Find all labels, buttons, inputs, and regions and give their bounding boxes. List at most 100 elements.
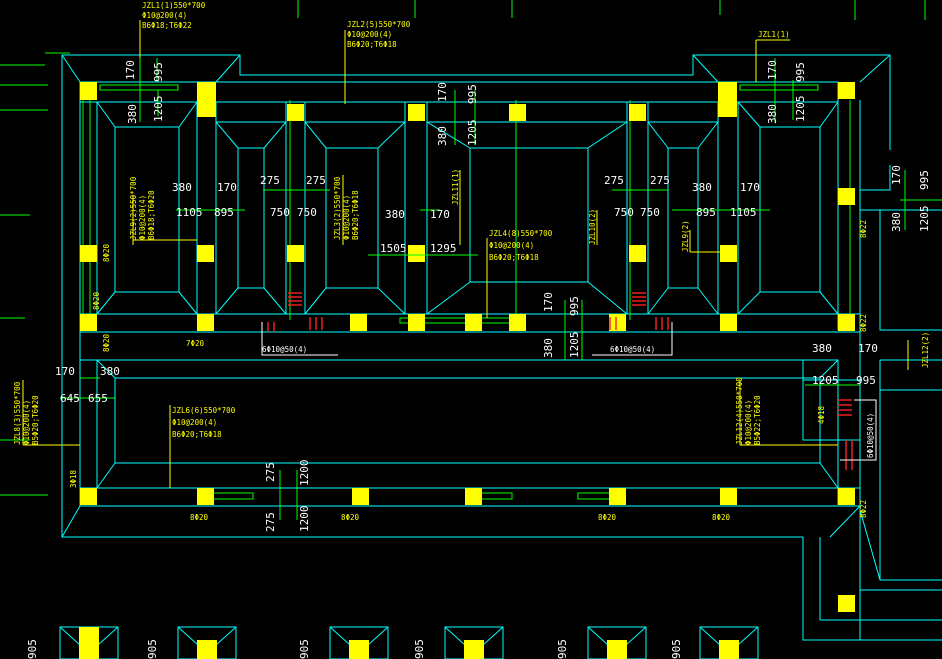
column	[408, 104, 425, 121]
stirrup-note: 6Φ10@50(4)	[262, 345, 307, 354]
rebar-note: 8Φ20	[92, 291, 101, 310]
dim-text: 995	[918, 170, 931, 190]
dim-text: 380	[126, 104, 139, 124]
column	[80, 488, 97, 505]
rebar-note: 8Φ20	[598, 513, 617, 522]
column	[197, 488, 214, 505]
grid-lines	[0, 0, 942, 496]
dim-text: 995	[152, 62, 165, 82]
column	[465, 314, 482, 331]
dim-text: 275	[306, 174, 326, 187]
rebar-note: 7Φ20	[186, 339, 205, 348]
dim-text: 170	[766, 60, 779, 80]
dim-text: 905	[413, 639, 426, 659]
column	[720, 245, 737, 262]
dim-text: 1505	[380, 242, 407, 255]
dim-text: 170	[542, 292, 555, 312]
beam-label-jzl6-line1: JZL6(6)550*700	[172, 406, 236, 415]
column	[629, 245, 646, 262]
rebar-note: 8Φ22	[859, 500, 868, 518]
dim-text: 1200	[298, 460, 311, 487]
beam-label-jzl8-line1: JZL8(3)550*700	[13, 381, 22, 445]
dim-text: 170	[430, 208, 450, 221]
dim-text: 750	[297, 206, 317, 219]
dim-text: 1205	[152, 96, 165, 123]
dim-text: 645	[60, 392, 80, 405]
column	[408, 314, 425, 331]
rebar-note: 8Φ22	[859, 220, 868, 238]
column	[629, 104, 646, 121]
dim-text: 995	[568, 296, 581, 316]
column	[197, 314, 214, 331]
column	[197, 245, 214, 262]
dim-text: 995	[856, 374, 876, 387]
column	[509, 104, 526, 121]
beam-label-jzl3-line1: JZL3(2)550*700	[333, 176, 342, 240]
column	[349, 640, 369, 659]
dim-text: 655	[88, 392, 108, 405]
beam-label-jzl9-line2: Φ10@200(4)	[138, 195, 147, 240]
beam-label-jzl1-line2: Φ10@200(4)	[142, 11, 187, 20]
column	[80, 245, 97, 262]
dim-text: 380	[542, 338, 555, 358]
column	[838, 82, 855, 99]
dim-text: 1205	[568, 332, 581, 359]
beam-label-jzl12-line2: Φ10@200(4)	[744, 400, 753, 445]
column	[408, 245, 425, 262]
column	[79, 627, 99, 659]
column	[287, 104, 304, 121]
dim-text: 380	[385, 208, 405, 221]
beam-label-jzl12-line3: B5Φ22;T6Φ20	[753, 395, 762, 445]
dim-text: 895	[696, 206, 716, 219]
column	[464, 640, 484, 659]
rebar-note: 8Φ20	[102, 243, 111, 262]
dim-text: 995	[466, 84, 479, 104]
beam-label-jzl2-line1: JZL2(5)550*700	[347, 20, 411, 29]
rebar-note: 3Φ18	[69, 469, 78, 488]
beam-label-jzl6-line3: B6Φ20;T6Φ18	[172, 430, 222, 439]
column	[720, 488, 737, 505]
dim-text: 905	[26, 639, 39, 659]
column	[838, 488, 855, 505]
stirrup-note: 6Φ10@50(4)	[866, 413, 875, 458]
dim-text: 905	[556, 639, 569, 659]
rebar-note: 8Φ20	[712, 513, 731, 522]
dim-text: 1205	[812, 374, 839, 387]
dimension-texts: 170 995 1205 380 170 995 380 1205 170 99…	[26, 60, 931, 659]
beam-label-jzl9-line1: JZL9(2)550*700	[129, 176, 138, 240]
dim-text: 170	[55, 365, 75, 378]
column	[350, 314, 367, 331]
beam-label-jzl1-line3: B6Φ18;T6Φ22	[142, 21, 192, 30]
dim-text: 1205	[794, 96, 807, 123]
beam-label-jzl4-line2: Φ10@200(4)	[489, 241, 534, 250]
dim-text: 380	[766, 104, 779, 124]
column	[80, 82, 97, 100]
dim-text: 170	[858, 342, 878, 355]
dim-text: 1105	[176, 206, 203, 219]
column	[838, 595, 855, 612]
stirrup-marks	[267, 292, 853, 470]
beam-label-jzl3-line2: Φ10@200(4)	[342, 195, 351, 240]
dim-text: 380	[436, 126, 449, 146]
dim-text: 275	[264, 462, 277, 482]
beam-label-jzl12-right: JZL12(2)	[921, 332, 930, 368]
dim-text: 380	[692, 181, 712, 194]
dim-text: 380	[890, 212, 903, 232]
beam-label-jzl8-line2: Φ10@200(4)	[22, 400, 31, 445]
dim-text: 995	[794, 62, 807, 82]
beam-label-jzl1-right: JZL1(1)	[758, 30, 790, 39]
dim-text: 275	[604, 174, 624, 187]
dim-text: 905	[298, 639, 311, 659]
dim-text: 750	[640, 206, 660, 219]
dim-text: 1200	[298, 506, 311, 533]
dim-text: 380	[812, 342, 832, 355]
rebar-note: 8Φ20	[102, 333, 111, 352]
rebar-annotations: 7Φ20 8Φ20 8Φ20 8Φ20 8Φ20 8Φ20 8Φ20 8Φ20 …	[69, 220, 875, 522]
column	[197, 82, 216, 117]
column	[607, 640, 627, 659]
beam-label-jzl11: JZL11(1)	[451, 169, 460, 205]
column	[609, 488, 626, 505]
dim-text: 170	[436, 82, 449, 102]
column	[720, 314, 737, 331]
